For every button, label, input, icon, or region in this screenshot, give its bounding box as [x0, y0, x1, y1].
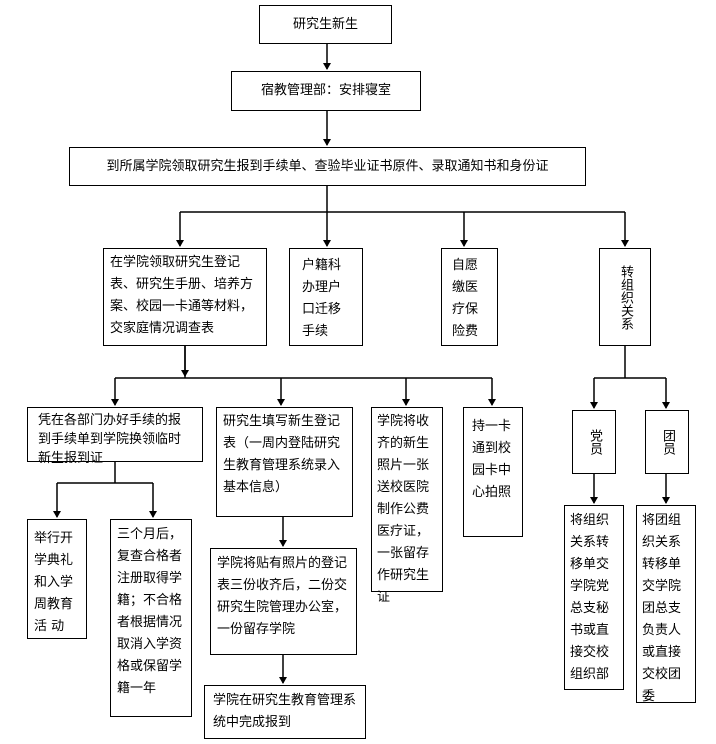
node-system-complete-label: 学院在研究生教育管理系统中完成报到 — [213, 693, 357, 730]
node-dorm-label: 宿教管理部：安排寝室 — [260, 83, 391, 98]
node-org-transfer: 转组织关系 — [599, 248, 651, 346]
node-hukou: 户籍科办理户口迁移手续 — [289, 248, 363, 346]
node-campus-card-photo-label: 持一卡通到校园卡中心拍照 — [472, 419, 512, 500]
node-party-member: 党员 — [572, 410, 616, 474]
node-photo-card-label: 学院将收齐的新生照片一张送校医院制作公费医疗证，一张留存作研究生证 — [377, 414, 430, 605]
node-review: 三个月后，复查合格者注册取得学籍；不合格者根据情况取消入学资格或保留学籍一年 — [110, 519, 192, 717]
node-league-transfer-label: 将团组织关系转移单交学院团总支负责人或直接交校团委 — [642, 513, 682, 704]
node-party-transfer: 将组织关系转移单交学院党总支秘书或直接交校组织部 — [564, 505, 624, 690]
node-college-materials-label: 在学院领取研究生登记表、研究生手册、培养方案、校园一卡通等材料，交家庭情况调查表 — [110, 255, 254, 336]
node-college-materials: 在学院领取研究生登记表、研究生手册、培养方案、校园一卡通等材料，交家庭情况调查表 — [103, 248, 267, 346]
node-league-member: 团员 — [645, 410, 689, 474]
node-college-docs-label: 到所属学院领取研究生报到手续单、查验毕业证书原件、录取通知书和身份证 — [106, 158, 549, 174]
node-new-student: 研究生新生 — [259, 5, 392, 44]
node-register-form-label: 研究生填写新生登记表（一周内登陆研究生教育管理系统录入基本信息） — [223, 414, 341, 495]
node-form-copies-label: 学院将贴有照片的登记表三份收齐后，二份交研究生院管理办公室，一份留存学院 — [217, 556, 348, 637]
node-opening: 举行开学典礼和入学周教育活 动 — [27, 519, 87, 639]
node-league-transfer: 将团组织关系转移单交学院团总支负责人或直接交校团委 — [636, 505, 696, 704]
node-temp-card-label: 凭在各部门办好手续的报到手续单到学院换领临时新生报到证 — [38, 413, 182, 466]
node-dorm: 宿教管理部：安排寝室 — [231, 71, 421, 111]
node-new-student-label: 研究生新生 — [292, 16, 358, 32]
node-system-complete: 学院在研究生教育管理系统中完成报到 — [204, 685, 366, 739]
node-party-member-label: 党员 — [587, 429, 602, 455]
node-review-label: 三个月后，复查合格者注册取得学籍；不合格者根据情况取消入学资格或保留学籍一年 — [117, 527, 183, 696]
node-college-docs: 到所属学院领取研究生报到手续单、查验毕业证书原件、录取通知书和身份证 — [69, 147, 586, 186]
node-photo-card: 学院将收齐的新生照片一张送校医院制作公费医疗证，一张留存作研究生证 — [371, 407, 443, 605]
node-form-copies: 学院将贴有照片的登记表三份收齐后，二份交研究生院管理办公室，一份留存学院 — [210, 548, 357, 655]
node-campus-card-photo: 持一卡通到校园卡中心拍照 — [463, 407, 523, 537]
node-insurance: 自愿缴医疗保险费 — [441, 248, 498, 346]
node-org-transfer-label: 转组织关系 — [618, 264, 633, 330]
node-insurance-label: 自愿缴医疗保险费 — [452, 258, 479, 339]
node-party-transfer-label: 将组织关系转移单交学院党总支秘书或直接交校组织部 — [570, 513, 610, 682]
node-hukou-label: 户籍科办理户口迁移手续 — [302, 258, 342, 339]
node-register-form: 研究生填写新生登记表（一周内登陆研究生教育管理系统录入基本信息） — [216, 407, 353, 517]
node-opening-label: 举行开学典礼和入学周教育活 动 — [34, 531, 74, 634]
node-temp-card: 凭在各部门办好手续的报到手续单到学院换领临时新生报到证 — [27, 407, 203, 466]
node-league-member-label: 团员 — [660, 429, 675, 455]
